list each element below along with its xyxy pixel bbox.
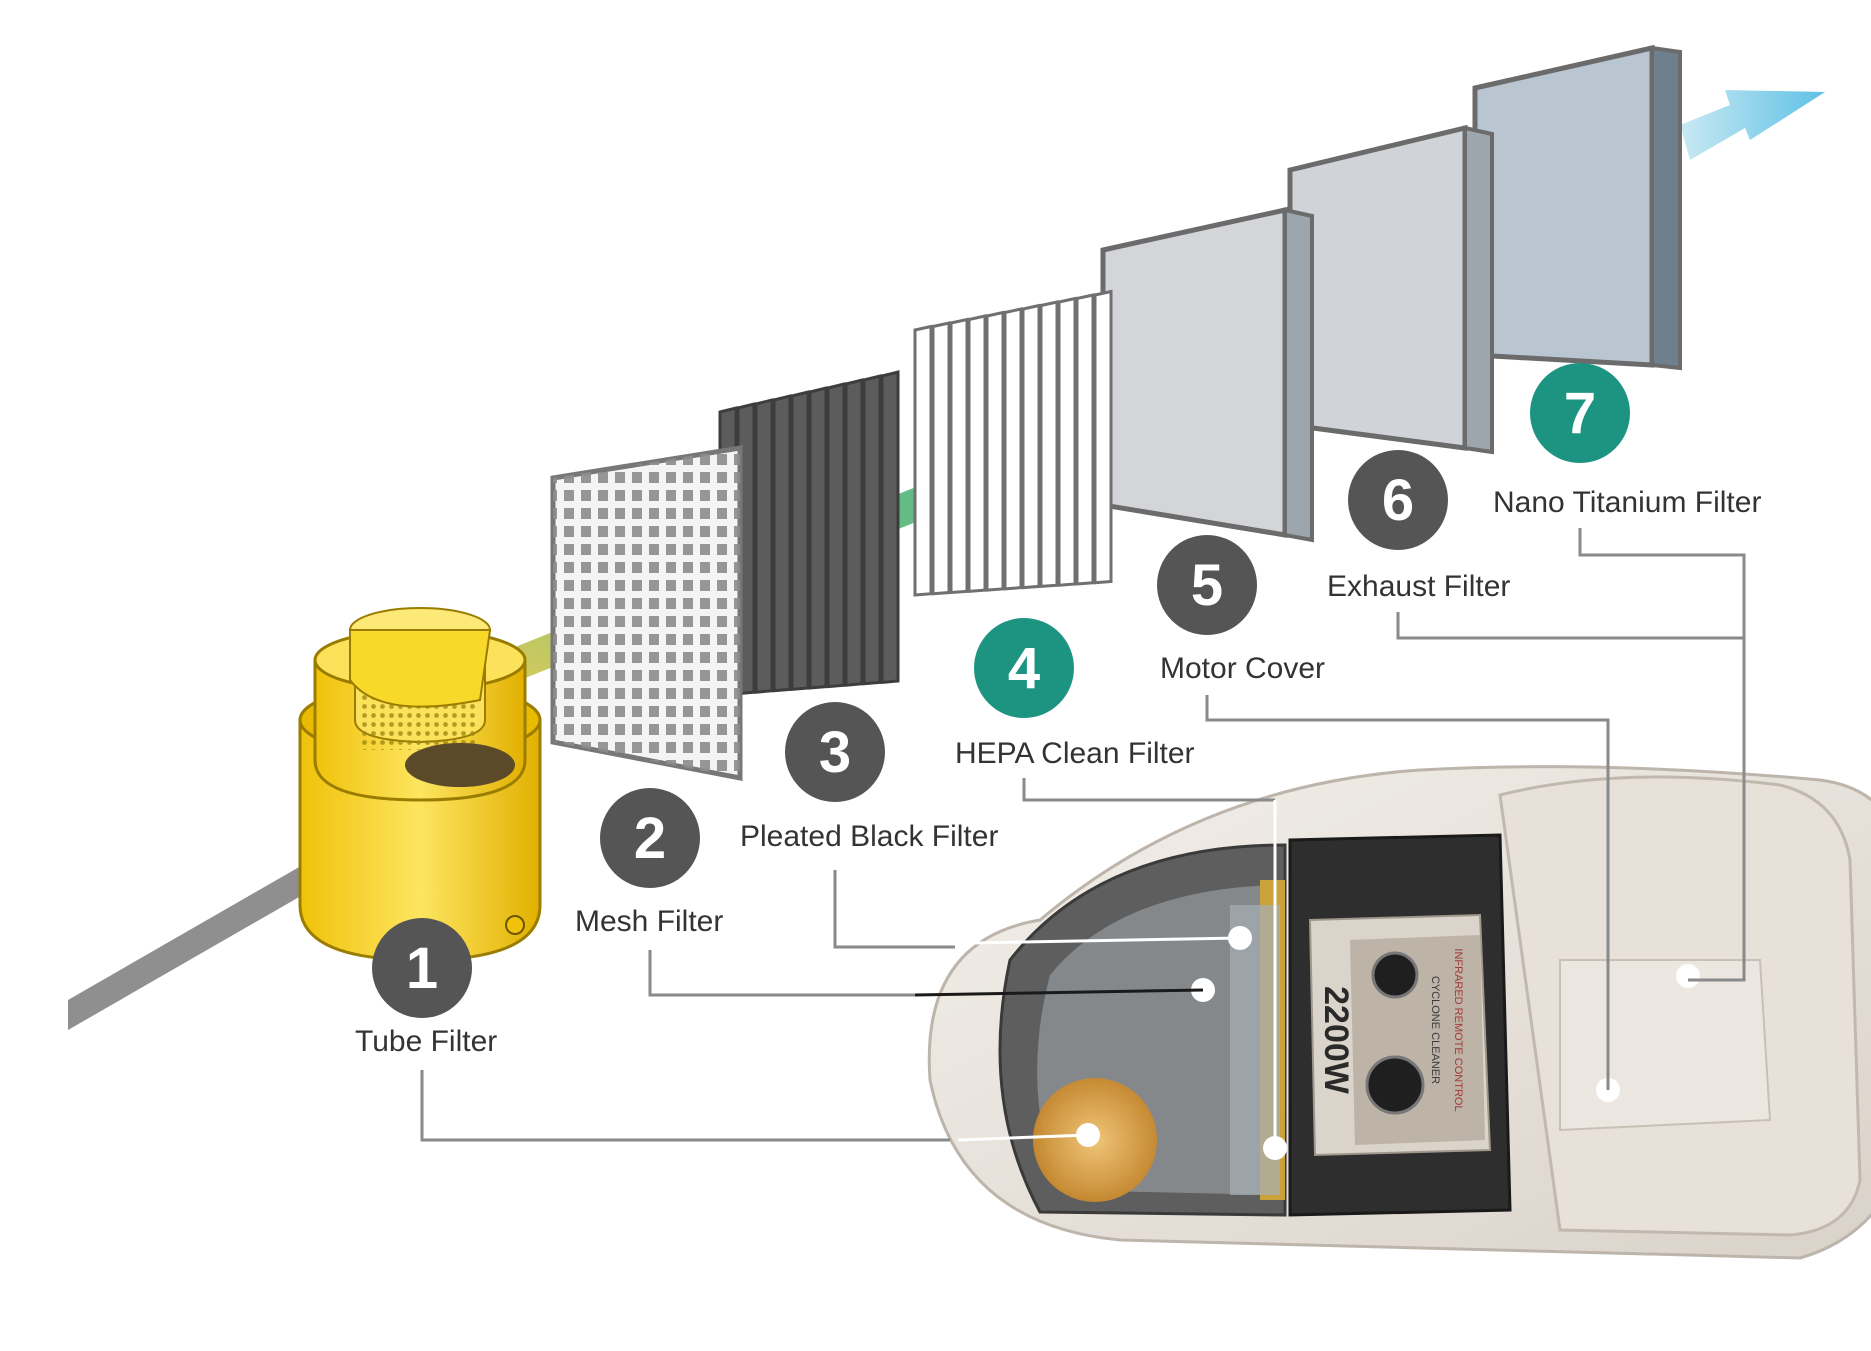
pleat: [1039, 300, 1059, 589]
intake-hose: [68, 855, 320, 1030]
pleat: [790, 390, 810, 692]
motor-cover-icon: [1100, 206, 1314, 543]
label-tube-filter: Tube Filter: [355, 1025, 498, 1058]
nano-filter-icon: [1472, 44, 1682, 371]
pleat: [1057, 296, 1077, 587]
label-hepa-clean-filter: HEPA Clean Filter: [955, 737, 1195, 770]
step-number-3: 3: [819, 720, 851, 785]
pleat: [967, 314, 987, 593]
control-text: INFRARED REMOTE CONTROL: [1452, 948, 1464, 1111]
pleat: [1075, 293, 1095, 586]
pleat: [931, 321, 951, 596]
label-mesh-filter: Mesh Filter: [575, 905, 724, 938]
step-badge-4: [974, 618, 1074, 718]
pleat: [772, 394, 792, 693]
label-exhaust-filter: Exhaust Filter: [1327, 570, 1511, 603]
label-pleated-black-filter: Pleated Black Filter: [740, 820, 999, 853]
step-badge-6: [1348, 450, 1448, 550]
exit-airflow-arrow-icon: [1680, 90, 1825, 160]
step-number-6: 6: [1382, 468, 1414, 533]
step-number-5: 5: [1191, 553, 1223, 618]
pleat: [1093, 289, 1113, 585]
step-badge-2: [600, 788, 700, 888]
pleat: [1003, 307, 1023, 591]
step-badge-3: [785, 702, 885, 802]
pleated-filter-icon: [718, 370, 900, 697]
step-number-2: 2: [634, 806, 666, 871]
hepa-filter-icon: [913, 289, 1113, 597]
pleat: [985, 310, 1005, 592]
pleat: [826, 382, 846, 689]
exhaust-filter-icon: [1287, 124, 1494, 455]
step-badge-1: [372, 918, 472, 1018]
pleat: [808, 386, 828, 690]
step-badge-5: [1157, 535, 1257, 635]
step-number-7: 7: [1564, 381, 1596, 446]
step-badge-7: [1530, 363, 1630, 463]
label-motor-cover: Motor Cover: [1160, 652, 1326, 685]
step-badges: 1 2 3 4 5 6 7: [372, 363, 1630, 1018]
power-rating: 2200W: [1317, 986, 1355, 1095]
pleat: [913, 324, 933, 597]
step-number-4: 4: [1008, 636, 1040, 701]
callout-dot-7: [1676, 964, 1700, 988]
pleat: [1021, 303, 1041, 590]
mesh-filter-icon: [550, 445, 743, 782]
step-number-1: 1: [406, 936, 438, 1001]
pleat: [862, 374, 882, 686]
vacuum-cleaner-icon: 2200W CYCLONE CLEANER INFRARED REMOTE CO…: [927, 765, 1871, 1260]
connector-lines: [420, 528, 1746, 1148]
label-nano-titanium-filter: Nano Titanium Filter: [1493, 486, 1762, 519]
tube-filter-icon: [298, 607, 542, 962]
pleat: [754, 398, 774, 694]
brand-text: CYCLONE CLEANER: [1429, 976, 1441, 1084]
pleat: [880, 370, 900, 685]
pleat: [949, 317, 969, 595]
pleat: [844, 378, 864, 687]
